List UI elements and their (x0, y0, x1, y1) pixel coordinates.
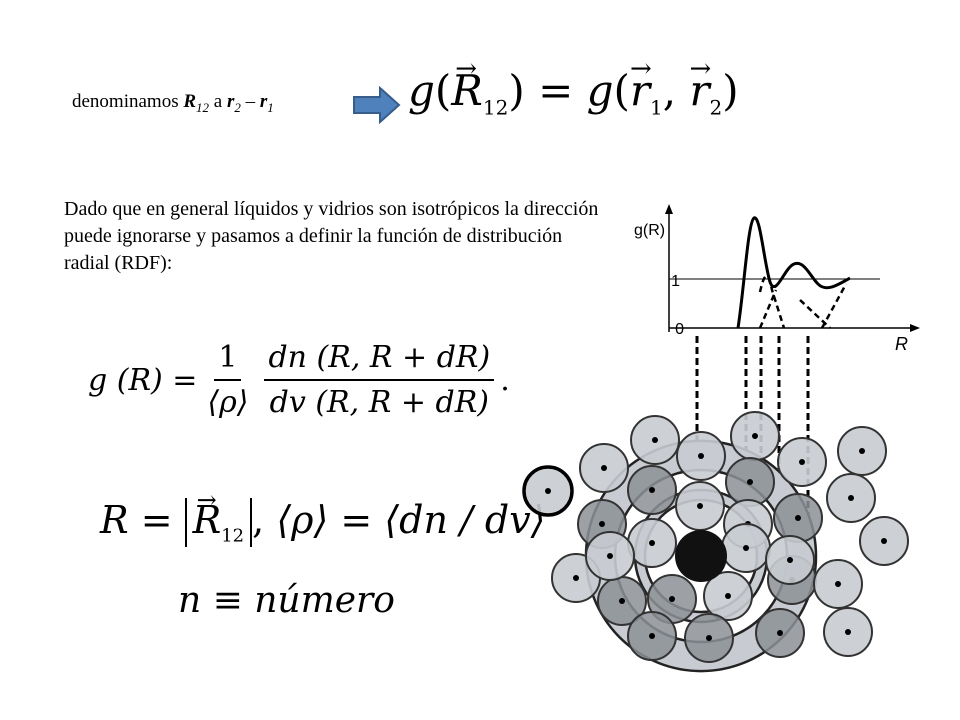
particle-center (787, 557, 793, 563)
particle-center (747, 479, 753, 485)
intro-r2-sub: 2 (234, 99, 241, 115)
eq-rdf-lhs: g (R) = (88, 362, 198, 398)
plot-tick-1: 1 (671, 273, 680, 290)
plot-tick-0: 0 (675, 321, 684, 338)
intro-R: R (183, 91, 197, 112)
particle-center (652, 437, 658, 443)
particle-center (649, 540, 655, 546)
right-arrow-icon (353, 85, 401, 125)
particle-center (752, 433, 758, 439)
eq-top-lhs-fn: g (408, 66, 435, 115)
x-axis-arrowhead (910, 324, 920, 332)
eq-top-rhs-var2: r (689, 66, 710, 115)
intro-r1-sub: 1 (267, 99, 274, 115)
particle-center (835, 581, 841, 587)
particle-center (573, 575, 579, 581)
plot-y-label: g(R) (634, 222, 665, 239)
highlighted-particle (522, 465, 574, 517)
fraction-dn-dv: dn (R, R + dR) dv (R, R + dR) (264, 340, 495, 420)
eq-R-sep: , (252, 498, 277, 542)
shell-contribution-1 (758, 274, 786, 329)
particle-center (697, 503, 703, 509)
rdf-curve (736, 216, 851, 329)
fraction-density: 1 ⟨ρ⟩ (203, 340, 252, 420)
vector-arrow-icon: → (455, 54, 478, 84)
eq-top-rhs-fn: g (586, 66, 614, 115)
fraction-dv: dv (R, R + dR) (269, 385, 489, 420)
particle-layer (522, 411, 909, 673)
arrow-shape (353, 85, 401, 125)
central-particle (675, 530, 727, 582)
particle-center (669, 596, 675, 602)
eq-R-lhs: R = (100, 498, 185, 542)
intro-a: a (209, 91, 227, 112)
particle-center (777, 630, 783, 636)
particle-center (649, 633, 655, 639)
shell-contribution-2 (758, 289, 778, 329)
y-axis-arrowhead (665, 204, 673, 214)
intro-r2: r (226, 91, 235, 112)
eq-R-var: R (192, 498, 222, 542)
vector-arrow-icon: → (629, 54, 652, 84)
particle-center (698, 453, 704, 459)
particle-center (859, 448, 865, 454)
particle-center (607, 553, 613, 559)
eq-R-sub: 12 (221, 525, 245, 547)
particle-center (848, 495, 854, 501)
shell-contribution-4 (820, 283, 848, 329)
isotropy-paragraph: Dado que en general líquidos y vidrios s… (64, 198, 599, 274)
plot-x-label: R (895, 334, 908, 354)
eq-top-rhs-var1: r (629, 66, 651, 115)
particle-center (649, 487, 655, 493)
intro-r1: r (259, 91, 268, 112)
equation-n: n ≡ número (178, 580, 395, 621)
fraction-density-den: ⟨ρ⟩ (207, 385, 249, 420)
particle-center (545, 488, 551, 494)
fraction-density-num: 1 (214, 340, 242, 381)
vector-arrow-icon: → (689, 54, 712, 84)
eq-rdf-period: . (500, 362, 510, 398)
eq-top-lhs-var: R (451, 66, 483, 115)
intro-word: denominamos (72, 91, 184, 112)
eq-top-equals: = (524, 66, 587, 115)
particle-center (743, 545, 749, 551)
vector-arrow-icon: → (196, 486, 217, 514)
fraction-dn: dn (R, R + dR) (264, 340, 495, 381)
particle-center (845, 629, 851, 635)
intro-text: denominamos R12 a r2 – r1 (72, 91, 274, 116)
eq-top-lhs-sub: 12 (482, 95, 509, 120)
intro-R-sub: 12 (196, 99, 210, 115)
eq-top-rhs-sub2: 2 (709, 95, 723, 120)
particle-center (881, 538, 887, 544)
particle-center (725, 593, 731, 599)
particle-center (619, 598, 625, 604)
particle-center (795, 515, 801, 521)
particle-center (706, 635, 712, 641)
eq-top-rhs-sub1: 1 (650, 95, 663, 120)
eq-rho: ⟨ρ⟩ = ⟨dn / dv⟩ (276, 498, 546, 542)
particle-center (799, 459, 805, 465)
equation-R-rho: R = →R12, ⟨ρ⟩ = ⟨dn / dv⟩ (100, 486, 546, 547)
equation-rdf: g (R) = 1 ⟨ρ⟩ dn (R, R + dR) dv (R, R + … (88, 340, 510, 420)
intro-minus: – (240, 91, 260, 112)
equation-g-R12: g( → R12) = g( → r1, → r2) (408, 54, 739, 120)
abs-value: →R12 (184, 486, 253, 547)
particle-center (601, 465, 607, 471)
particle-center (599, 521, 605, 527)
